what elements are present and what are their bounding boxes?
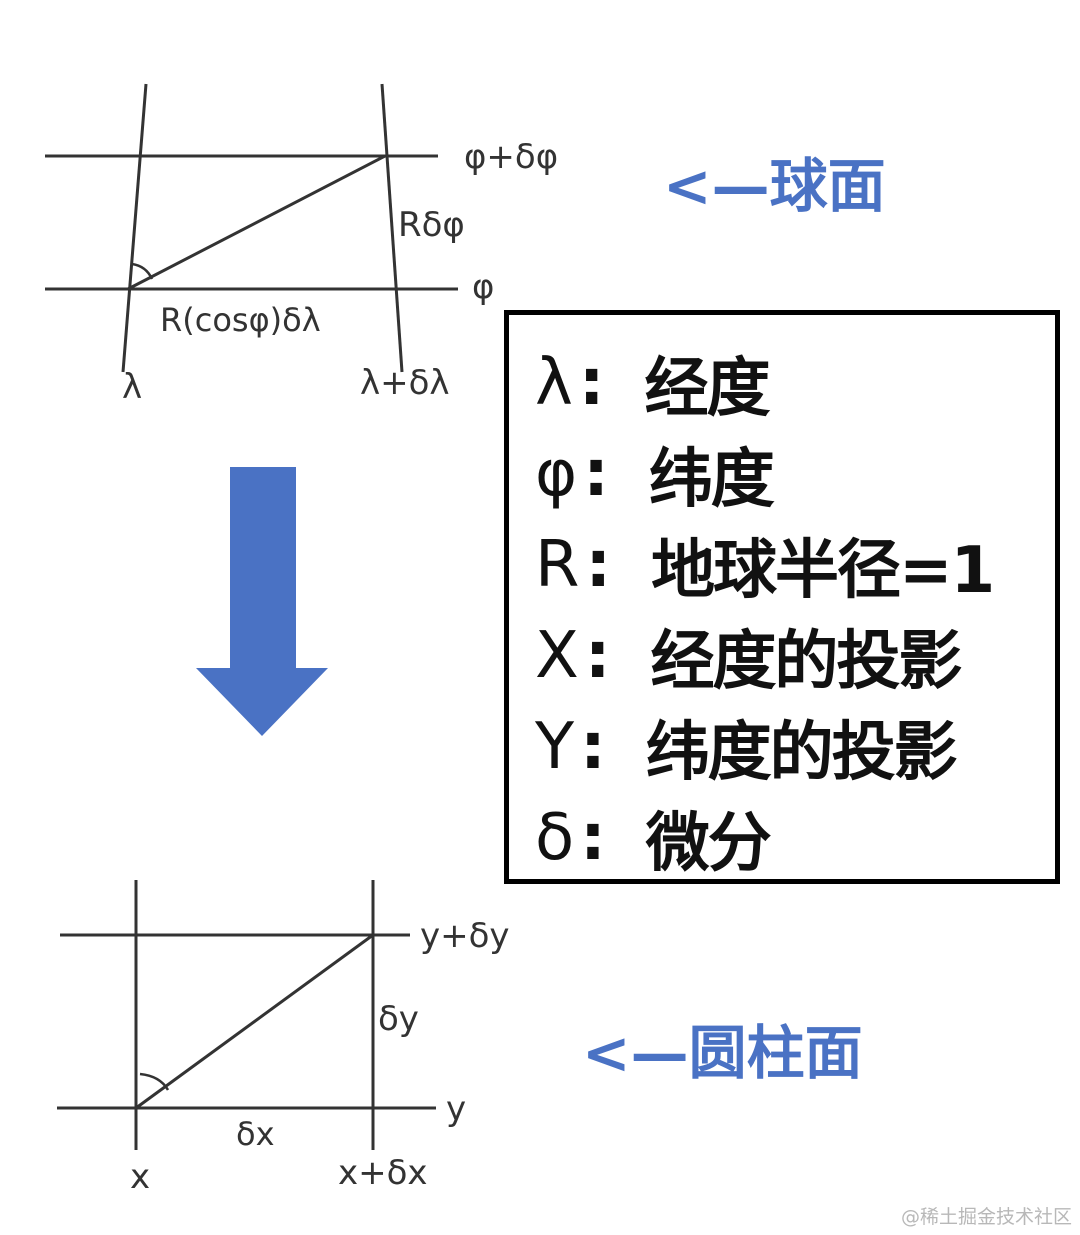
sphere-diagonal bbox=[127, 154, 386, 291]
legend-item: X: 经度的投影 bbox=[535, 610, 1055, 701]
legend-symbol: X bbox=[535, 618, 579, 693]
legend-item: δ: 微分 bbox=[535, 792, 1055, 883]
legend-colon: : bbox=[585, 527, 612, 602]
legend-text: 纬度的投影 bbox=[645, 715, 958, 790]
sphere-label-bottom: R(cosφ)δλ bbox=[160, 301, 321, 339]
sphere-caption: <—球面 bbox=[663, 152, 886, 220]
cylinder-label-right-x: x+δx bbox=[338, 1153, 428, 1193]
down-arrow-icon bbox=[196, 467, 328, 736]
legend-box: λ: 经度 φ: 纬度 R: 地球半径=1 X: 经度的投影 Y: 纬度的投影 δ: 微分 bbox=[504, 310, 1060, 884]
legend-colon: : bbox=[583, 436, 609, 511]
cylinder-diagram bbox=[57, 880, 436, 1150]
legend-text: 地球半径=1 bbox=[651, 533, 995, 608]
legend-text: 经度的投影 bbox=[650, 624, 962, 699]
cylinder-angle-arc bbox=[139, 1072, 170, 1091]
sphere-label-mid: φ bbox=[472, 267, 494, 307]
legend-colon: : bbox=[584, 618, 611, 693]
legend-item: Y: 纬度的投影 bbox=[535, 701, 1055, 792]
legend-symbol: R bbox=[535, 527, 580, 602]
sphere-angle-arc bbox=[131, 262, 154, 280]
legend-text: 微分 bbox=[645, 806, 772, 881]
legend-symbol: λ bbox=[535, 345, 573, 420]
sphere-meridian-right bbox=[380, 83, 404, 373]
cylinder-caption: <—圆柱面 bbox=[582, 1019, 863, 1087]
cylinder-diagonal bbox=[135, 933, 374, 1110]
cylinder-label-left-x: x bbox=[130, 1157, 150, 1197]
cylinder-label-bottom: δx bbox=[236, 1115, 275, 1153]
sphere-label-side: Rδφ bbox=[398, 205, 465, 245]
legend-symbol: φ bbox=[535, 436, 578, 511]
legend-symbol: Y bbox=[535, 709, 575, 784]
legend-text: 经度 bbox=[644, 351, 770, 426]
cylinder-label-side: δy bbox=[378, 999, 419, 1039]
cylinder-label-top: y+δy bbox=[420, 916, 510, 956]
sphere-label-top: φ+δφ bbox=[464, 137, 558, 177]
legend-item: R: 地球半径=1 bbox=[535, 519, 1055, 610]
legend-colon: : bbox=[578, 345, 605, 420]
cylinder-label-mid: y bbox=[446, 1089, 466, 1129]
sphere-meridian-left bbox=[121, 83, 148, 373]
watermark: @稀土掘金技术社区 bbox=[900, 1206, 1072, 1228]
sphere-diagram bbox=[45, 83, 458, 373]
legend-symbol: δ bbox=[535, 800, 575, 875]
legend-item: φ: 纬度 bbox=[535, 428, 1055, 519]
legend-text: 纬度 bbox=[648, 442, 775, 517]
legend-colon: : bbox=[580, 709, 606, 784]
legend-item: λ: 经度 bbox=[535, 337, 1055, 428]
sphere-label-right-x: λ+δλ bbox=[360, 363, 450, 403]
sphere-label-left-x: λ bbox=[122, 367, 142, 407]
legend-colon: : bbox=[580, 800, 606, 875]
